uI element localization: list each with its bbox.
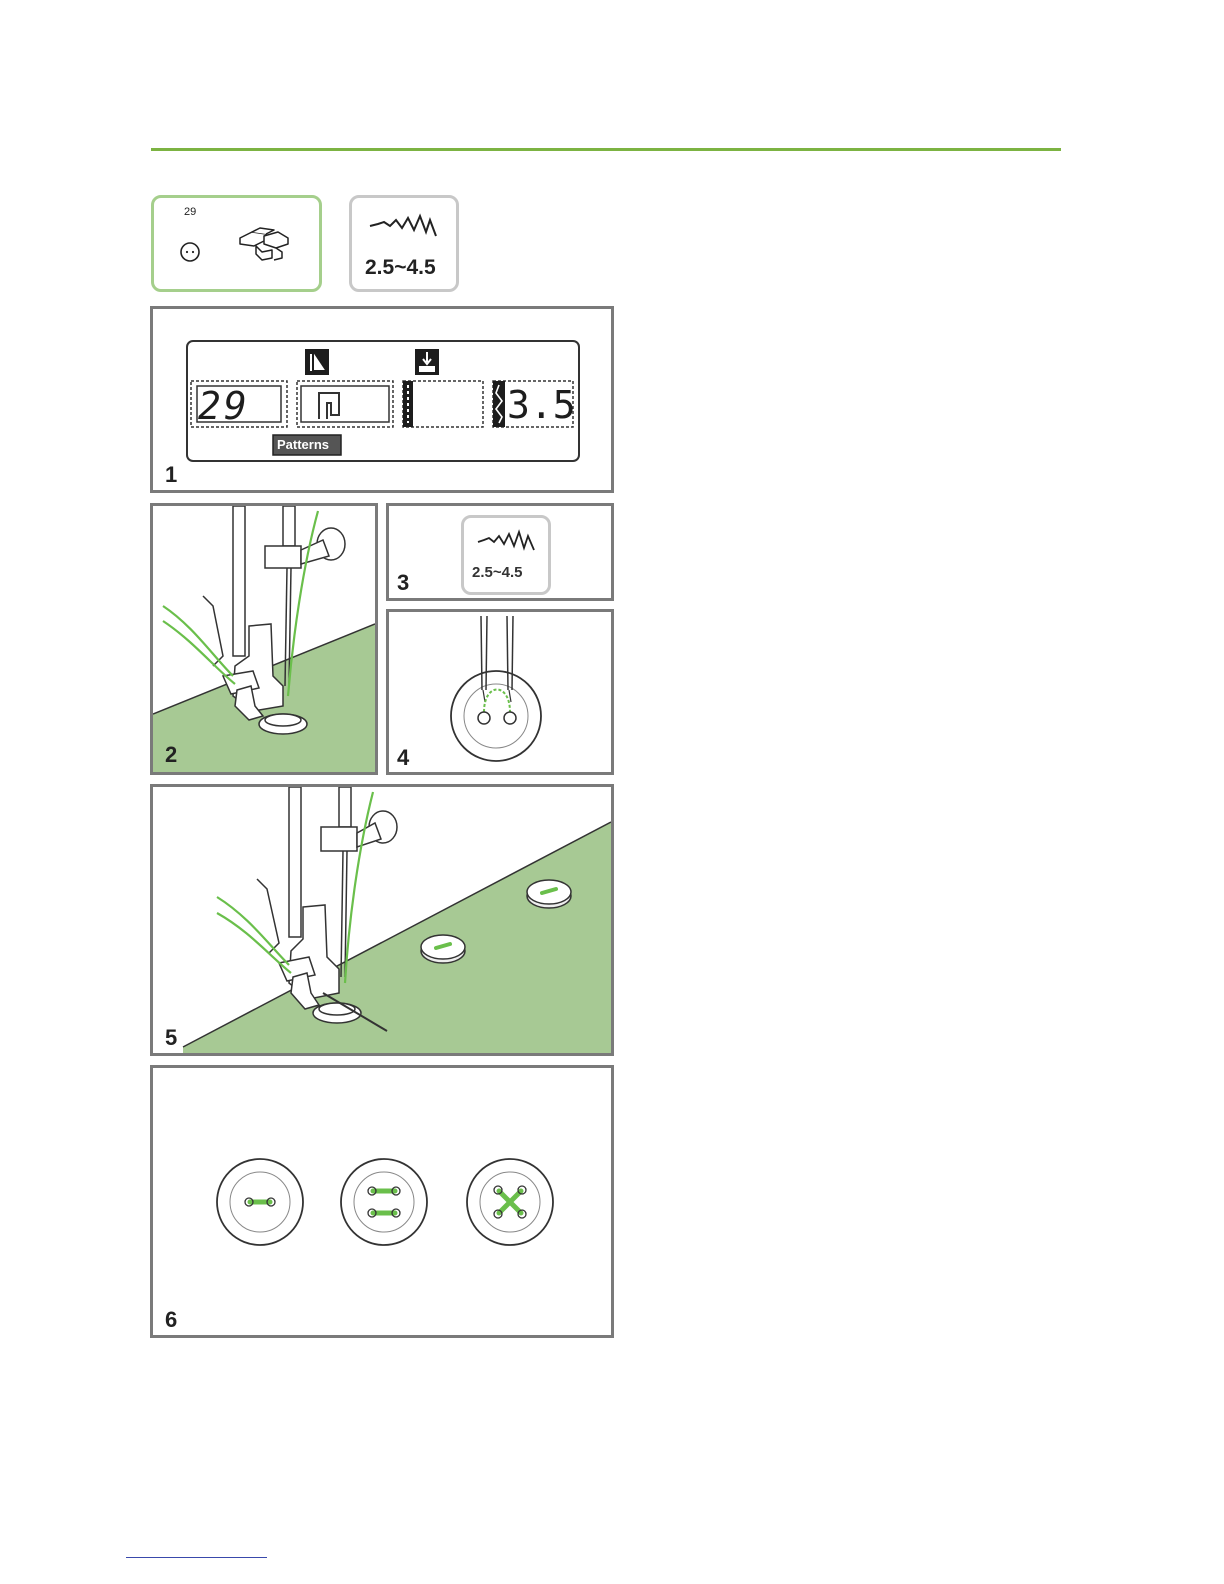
foot-pattern-number: 29 (184, 206, 196, 218)
button-sewing-foot-icon (234, 222, 294, 266)
finished-buttons-illustration (153, 1068, 611, 1335)
step-2-panel: 2 (150, 503, 378, 775)
button-needle-illustration (389, 612, 611, 772)
stitch-width-badge: 2.5~4.5 (349, 195, 459, 292)
step-number: 1 (165, 464, 177, 486)
footer-rule (126, 1557, 267, 1558)
step-number: 6 (165, 1309, 177, 1331)
step-3-width-range: 2.5~4.5 (472, 564, 522, 581)
four-hole-cross-button (467, 1159, 553, 1245)
step-5-panel: 5 (150, 784, 614, 1056)
lcd-stitch-width: 3.5 (507, 383, 576, 427)
header-rule (151, 148, 1061, 151)
presser-foot-badge: 29 (151, 195, 322, 292)
lcd-patterns-label: Patterns (277, 437, 329, 452)
two-hole-button (217, 1159, 303, 1245)
lcd-pattern-number: 29 (198, 384, 250, 428)
step-number: 5 (165, 1027, 177, 1049)
zigzag-stitch-icon (476, 528, 538, 552)
step-4-panel: 4 (386, 609, 614, 775)
step-3-width-badge: 2.5~4.5 (461, 515, 551, 595)
step-number: 4 (397, 747, 409, 769)
button-icon (178, 240, 202, 264)
step-number: 3 (397, 572, 409, 594)
zigzag-stitch-icon (368, 210, 444, 238)
stitch-width-range: 2.5~4.5 (365, 256, 436, 280)
sewing-foot-illustration (153, 506, 375, 772)
step-number: 2 (165, 744, 177, 766)
step-6-panel: 6 (150, 1065, 614, 1338)
step-1-lcd-panel: 29 3.5 Patterns 1 (150, 306, 614, 493)
four-hole-parallel-button (341, 1159, 427, 1245)
button-sewing-illustration (153, 787, 611, 1053)
step-3-panel: 2.5~4.5 3 (386, 503, 614, 601)
